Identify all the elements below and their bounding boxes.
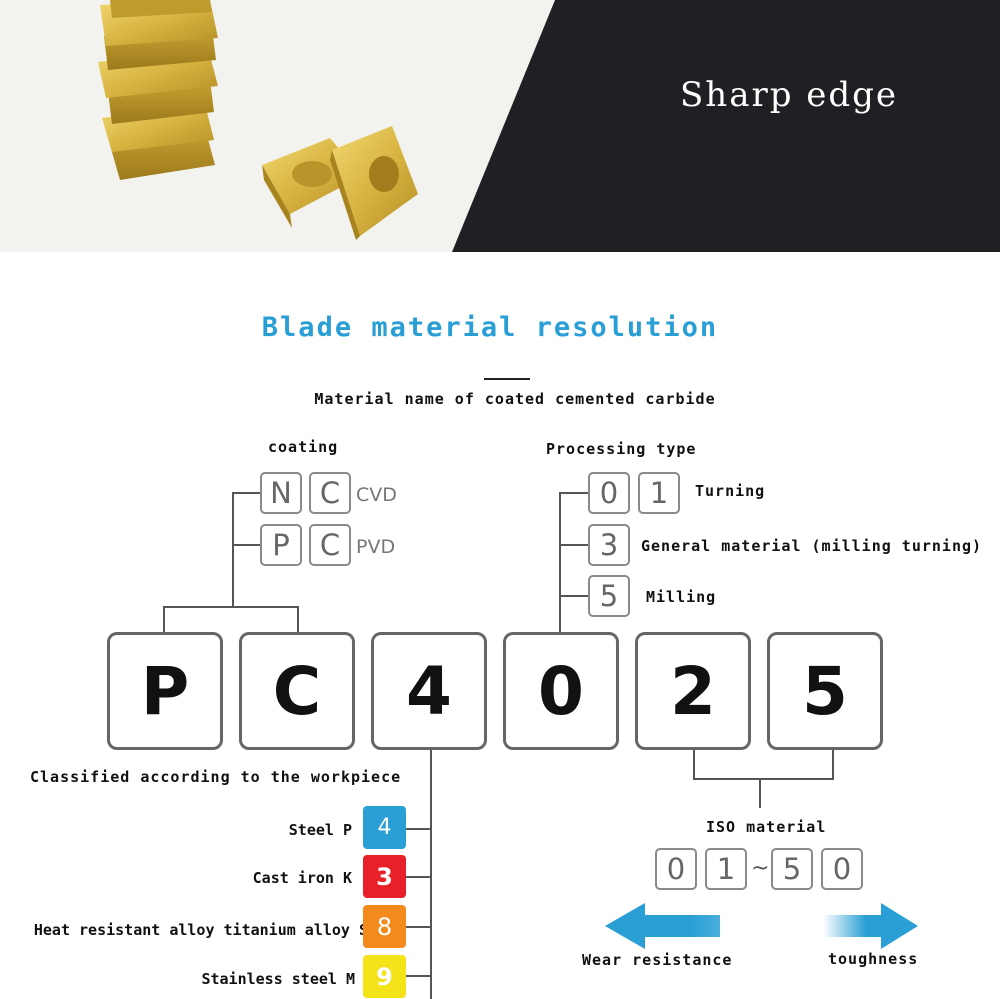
coating-char-box: C (309, 524, 351, 566)
code-char-box: P (107, 632, 223, 750)
code-char-box: 2 (635, 632, 751, 750)
code-char-box: 5 (767, 632, 883, 750)
connector-line (232, 492, 260, 494)
connector-line (559, 595, 588, 597)
connector-line (559, 492, 588, 494)
banner-headline: Sharp edge (680, 75, 899, 115)
connector-line (559, 544, 588, 546)
title-underline (484, 378, 530, 380)
coating-char-box: P (260, 524, 302, 566)
connector-line (232, 492, 234, 607)
workpiece-badge-cast-iron: 3 (363, 855, 406, 898)
coating-label: coating (268, 438, 339, 456)
processing-digit-box: 1 (638, 472, 680, 514)
workpiece-name-stainless: Stainless steel M (201, 970, 355, 988)
connector-line (297, 606, 299, 632)
code-char-box: 4 (371, 632, 487, 750)
iso-digit-box: 0 (655, 848, 697, 890)
coating-char-box: C (309, 472, 351, 514)
connector-line (406, 975, 432, 977)
connector-line (693, 778, 834, 780)
connector-line (693, 750, 695, 780)
connector-line (406, 926, 432, 928)
workpiece-name-heat-resistant: Heat resistant alloy titanium alloy S (33, 921, 368, 939)
loose-inserts-image (262, 126, 418, 240)
toughness-label: toughness (828, 950, 919, 968)
connector-line (759, 778, 761, 808)
processing-digit-box: 5 (588, 575, 630, 617)
connector-line (163, 606, 299, 608)
banner-right-bg (452, 0, 1000, 252)
iso-digit-box: 1 (705, 848, 747, 890)
connector-line (406, 876, 432, 878)
toughness-arrow-icon (823, 903, 918, 949)
banner: Sharp edge (0, 0, 1000, 252)
wear-resistance-arrow-icon (605, 903, 720, 949)
processing-label: Processing type (546, 440, 697, 458)
coating-process-pvd: PVD (356, 536, 396, 558)
banner-illustration (0, 0, 1000, 252)
iso-range-tilde: ~ (751, 856, 770, 881)
connector-line (232, 544, 260, 546)
connector-line (430, 750, 432, 999)
section-title: Blade material resolution (261, 312, 719, 343)
iso-digit-box: 5 (771, 848, 813, 890)
insert-stack-image (98, 0, 218, 180)
workpiece-name-cast-iron: Cast iron K (252, 869, 352, 887)
workpiece-badge-steel: 4 (363, 806, 406, 849)
workpiece-name-steel: Steel P (288, 821, 352, 839)
coating-char-box: N (260, 472, 302, 514)
section-subtitle: Material name of coated cemented carbide (314, 390, 716, 408)
connector-line (559, 492, 561, 632)
code-char-box: 0 (503, 632, 619, 750)
connector-line (406, 828, 432, 830)
coating-process-cvd: CVD (356, 484, 397, 506)
processing-digit-box: 3 (588, 524, 630, 566)
workpiece-label: Classified according to the workpiece (30, 768, 402, 786)
workpiece-badge-stainless: 9 (363, 955, 406, 998)
connector-line (832, 750, 834, 780)
iso-digit-box: 0 (821, 848, 863, 890)
iso-label: ISO material (706, 818, 827, 836)
workpiece-badge-heat-resistant: 8 (363, 905, 406, 948)
processing-text-general: General material (milling turning) (641, 537, 983, 555)
code-char-box: C (239, 632, 355, 750)
processing-digit-box: 0 (588, 472, 630, 514)
processing-text-turning: Turning (695, 482, 766, 500)
wear-resistance-label: Wear resistance (582, 951, 733, 969)
processing-text-milling: Milling (646, 588, 717, 606)
connector-line (163, 606, 165, 632)
